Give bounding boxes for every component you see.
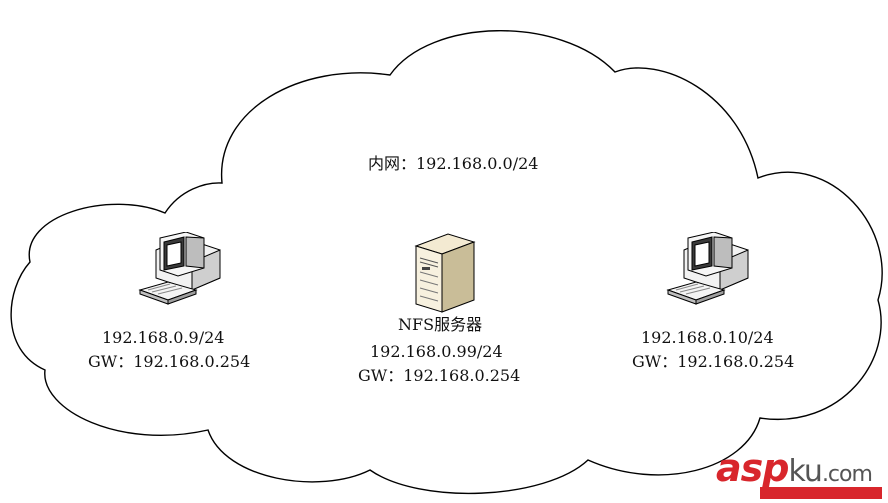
left-client-ip: 192.168.0.9/24 [102,328,225,347]
server-tower-icon [414,233,476,313]
server-name: NFS服务器 [398,315,483,334]
cloud-label: 内网：192.168.0.0/24 [368,154,539,173]
left-client-gateway: GW：192.168.0.254 [88,352,251,371]
server-gateway: GW：192.168.0.254 [358,366,521,385]
desktop-computer-icon [138,232,221,305]
watermark-brand-gray: ku [788,454,822,489]
aspku-watermark: aspku.com [716,446,884,502]
server-ip: 192.168.0.99/24 [370,342,503,361]
right-client-gateway: GW：192.168.0.254 [632,352,795,371]
right-client-ip: 192.168.0.10/24 [641,328,774,347]
watermark-logo: aspku.com [716,446,873,497]
watermark-domain: .com [821,462,873,487]
watermark-brand-red: asp [716,446,789,490]
watermark-tagline [760,487,882,499]
desktop-computer-icon [666,232,749,305]
